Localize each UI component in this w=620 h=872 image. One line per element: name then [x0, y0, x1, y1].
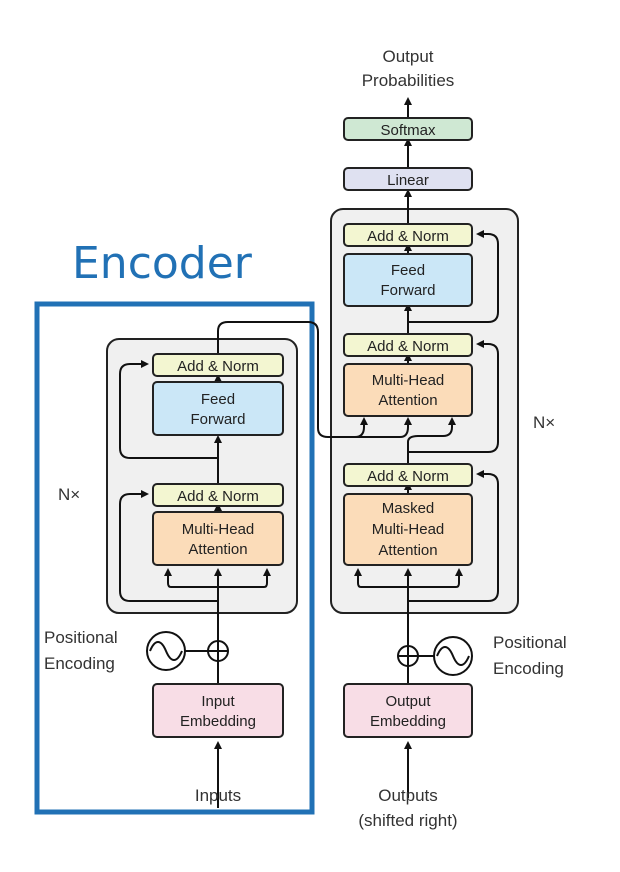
decoder-add-norm-top	[343, 223, 473, 247]
output-embedding-line-1: Output	[385, 693, 431, 710]
decoder-masked-attention-line-3: Attention	[378, 542, 437, 559]
inputs-label: Inputs	[195, 786, 241, 805]
decoder-cross-attention-line-1: Multi-Head	[372, 372, 445, 389]
encoder-multi-head-attention	[152, 511, 284, 566]
softmax-box	[343, 117, 473, 141]
input-embedding	[152, 683, 284, 738]
decoder-positional-encoding-line-1: Positional	[493, 633, 567, 652]
decoder-add-norm-middle-label: Add & Norm	[367, 338, 449, 355]
outputs-label-line-2: (shifted right)	[358, 811, 457, 830]
linear-box	[343, 167, 473, 191]
output-embedding-line-2: Embedding	[370, 713, 446, 730]
encoder-attention-line-1: Multi-Head	[182, 521, 255, 538]
decoder-feed-forward	[343, 253, 473, 307]
encoder-feed-forward-line-1: Feed	[201, 391, 235, 408]
output-probabilities-line-2: Probabilities	[362, 71, 455, 90]
encoder-add-norm-bottom-label: Add & Norm	[177, 488, 259, 505]
decoder-add-norm-middle	[343, 333, 473, 357]
encoder-highlight-box	[34, 301, 315, 815]
decoder-positional-encoding-line-2: Encoding	[493, 659, 564, 678]
encoder-positional-encoding-line-2: Encoding	[44, 654, 115, 673]
decoder-feed-forward-line-2: Forward	[380, 282, 435, 299]
encoder-stack	[106, 338, 298, 614]
linear-label: Linear	[387, 172, 429, 189]
decoder-cross-attention-line-2: Attention	[378, 392, 437, 409]
softmax-label: Softmax	[380, 122, 436, 139]
output-probabilities-line-1: Output	[382, 47, 433, 66]
encoder-positional-encoding-line-1: Positional	[44, 628, 118, 647]
decoder-masked-attention-line-1: Masked	[382, 500, 435, 517]
encoder-add-norm-top-label: Add & Norm	[177, 358, 259, 375]
encoder-attention-line-2: Attention	[188, 541, 247, 558]
encoder-repeat-label: N×	[58, 485, 80, 504]
input-embedding-line-2: Embedding	[180, 713, 256, 730]
decoder-add-norm-bottom	[343, 463, 473, 487]
output-embedding	[343, 683, 473, 738]
encoder-add-norm-bottom	[152, 483, 284, 507]
input-embedding-line-1: Input	[201, 693, 235, 710]
decoder-add-norm-bottom-label: Add & Norm	[367, 468, 449, 485]
decoder-masked-attention-line-2: Multi-Head	[372, 521, 445, 538]
decoder-add-norm-top-label: Add & Norm	[367, 228, 449, 245]
decoder-feed-forward-line-1: Feed	[391, 262, 425, 279]
encoder-add-norm-top	[152, 353, 284, 377]
encoder-feed-forward	[152, 381, 284, 436]
decoder-repeat-label: N×	[533, 413, 555, 432]
outputs-label-line-1: Outputs	[378, 786, 438, 805]
encoder-feed-forward-line-2: Forward	[190, 411, 245, 428]
encoder-title: Encoder	[72, 238, 253, 289]
decoder-masked-attention	[343, 493, 473, 566]
decoder-cross-attention	[343, 363, 473, 417]
